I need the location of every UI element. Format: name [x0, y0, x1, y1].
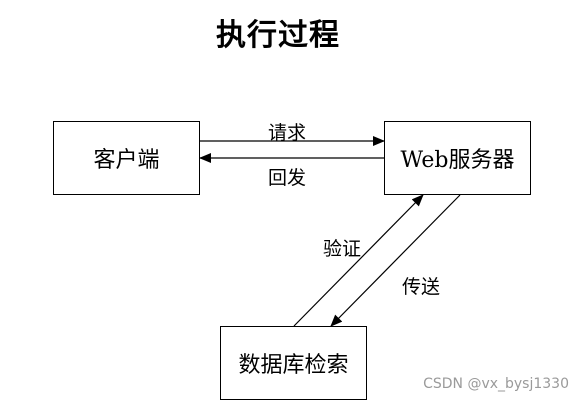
transmit-arrow [330, 194, 461, 327]
request-label: 请求 [268, 122, 307, 144]
verify-arrow [293, 194, 424, 327]
watermark: CSDN @vx_bysj1330 [423, 376, 569, 392]
diagram-title: 执行过程 [216, 18, 340, 53]
verify-label: 验证 [323, 238, 362, 260]
web-server-node: Web服务器 [384, 121, 531, 195]
client-node-label: 客户端 [93, 148, 160, 173]
reply-label: 回发 [268, 167, 307, 189]
client-node: 客户端 [53, 121, 200, 195]
db-search-node: 数据库检索 [220, 326, 367, 400]
db-search-node-label: 数据库检索 [238, 353, 349, 378]
transmit-label: 传送 [402, 276, 441, 298]
web-server-node-label: Web服务器 [400, 148, 515, 173]
